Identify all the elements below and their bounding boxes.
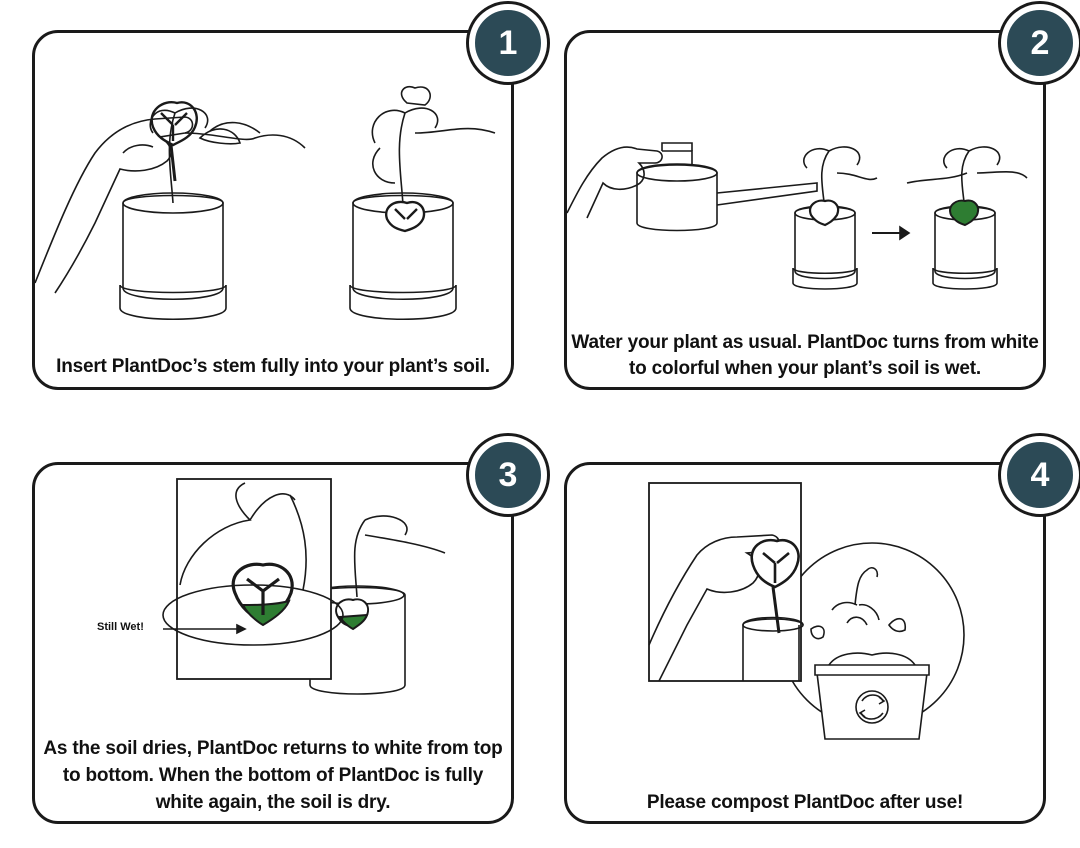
leaf-indicator-icon	[335, 598, 369, 631]
step-4-caption: Please compost PlantDoc after use!	[646, 792, 964, 813]
hand-icon	[567, 146, 663, 219]
leaf-indicator-icon	[231, 562, 294, 627]
potted-plant-icon	[119, 107, 306, 321]
step-2-illustration	[567, 142, 1028, 290]
step-4-badge: 4	[1001, 436, 1079, 514]
leaf-indicator-icon	[809, 199, 840, 227]
leaf-indicator-icon	[385, 200, 426, 233]
wilted-plant-icon	[810, 567, 907, 640]
step-3-caption-line-3: white again, the soil is dry.	[155, 792, 391, 813]
step-2-caption-line-2: to colorful when your plant’s soil is we…	[629, 358, 981, 379]
step-2-badge: 2	[1001, 4, 1079, 82]
still-wet-label: Still Wet!	[97, 621, 144, 633]
leaf-indicator-icon	[949, 199, 979, 227]
potted-plant-icon	[349, 85, 496, 321]
arrow-right-icon	[872, 225, 911, 241]
step-3-panel: Still Wet! As the soil dries, PlantDoc r…	[32, 462, 514, 824]
step-1-caption: Insert PlantDoc’s stem fully into your p…	[56, 356, 490, 377]
step-2-caption-line-1: Water your plant as usual. PlantDoc turn…	[571, 332, 1039, 353]
step-3-caption-line-1: As the soil dries, PlantDoc returns to w…	[43, 738, 503, 759]
watering-can-icon	[636, 142, 818, 232]
leaf-indicator-icon	[150, 101, 198, 182]
step-3-illustration	[162, 478, 446, 695]
step-1-badge: 1	[469, 4, 547, 82]
step-3-caption-line-2: to bottom. When the bottom of PlantDoc i…	[62, 765, 484, 786]
step-3-badge: 3	[469, 436, 547, 514]
potted-plant-icon	[742, 616, 804, 681]
step-2-panel: Water your plant as usual. PlantDoc turn…	[564, 30, 1046, 390]
step-1-illustration	[35, 85, 496, 321]
step-4-panel: Please compost PlantDoc after use!	[564, 462, 1046, 824]
step-1-panel: Insert PlantDoc’s stem fully into your p…	[32, 30, 514, 390]
step-4-illustration	[648, 482, 965, 740]
compost-bin-icon	[814, 652, 930, 740]
leaf-indicator-icon	[750, 538, 800, 634]
